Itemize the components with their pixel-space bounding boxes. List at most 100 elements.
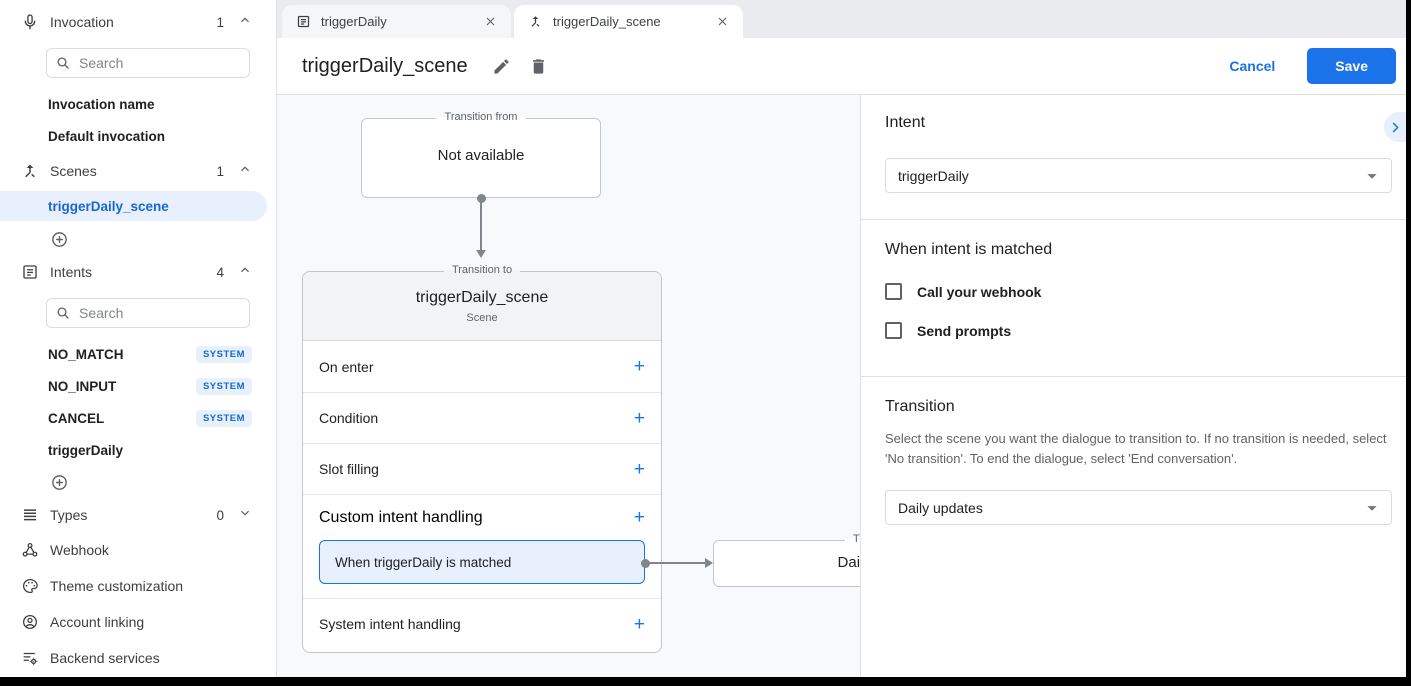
transition-to-scene-card: Transition to triggerDaily_scene Scene O…	[302, 264, 662, 653]
intent-heading: Intent	[885, 114, 926, 131]
tab-label: triggerDaily	[321, 14, 387, 29]
transition-section: Transition Select the scene you want the…	[861, 377, 1406, 526]
sidebar-section-intents[interactable]: Intents 4	[0, 255, 276, 289]
sidebar-item-webhook[interactable]: Webhook	[0, 532, 276, 568]
system-badge: SYSTEM	[195, 409, 252, 427]
sidebar-item-no-match[interactable]: NO_MATCH SYSTEM	[0, 338, 276, 370]
transition-from-legend: Transition from	[436, 111, 526, 123]
chevron-down-icon[interactable]	[238, 506, 252, 525]
scene-header: triggerDaily_scene Cancel Save	[277, 38, 1406, 95]
types-lines-icon	[20, 505, 40, 525]
invocation-search[interactable]	[46, 48, 250, 78]
close-icon[interactable]	[482, 13, 499, 30]
call-webhook-checkbox-row[interactable]: Call your webhook	[885, 283, 1392, 300]
connector-line	[649, 562, 705, 564]
add-system-intent-icon[interactable]: +	[633, 613, 645, 635]
sidebar-item-cancel[interactable]: CANCEL SYSTEM	[0, 402, 276, 434]
sidebar: Invocation 1 Invocation name Default inv…	[0, 0, 277, 677]
intents-search[interactable]	[46, 298, 250, 328]
dropdown-caret-icon	[1361, 165, 1383, 192]
add-slot-filling-icon[interactable]: +	[633, 458, 645, 480]
tab-triggerdaily-scene[interactable]: triggerDaily_scene	[514, 5, 743, 38]
sidebar-item-theme-customization[interactable]: Theme customization	[0, 568, 276, 604]
scene-card-subtitle: Scene	[466, 312, 498, 324]
edit-pencil-icon[interactable]	[492, 57, 511, 76]
intents-search-input[interactable]	[79, 305, 209, 321]
sidebar-item-default-invocation[interactable]: Default invocation	[48, 128, 166, 144]
row-on-enter[interactable]: On enter +	[319, 356, 645, 377]
intent-doc-icon	[296, 14, 311, 29]
checkbox-unchecked[interactable]	[885, 322, 902, 339]
search-icon	[57, 57, 69, 69]
send-prompts-checkbox-row[interactable]: Send prompts	[885, 322, 1392, 339]
sidebar-section-invocation[interactable]: Invocation 1	[0, 5, 276, 39]
transition-dropdown[interactable]: Daily updates	[885, 490, 1392, 526]
cancel-button[interactable]: Cancel	[1229, 58, 1276, 74]
save-button[interactable]: Save	[1307, 48, 1396, 84]
when-matched-heading: When intent is matched	[885, 241, 1053, 258]
chevron-right-icon	[1392, 122, 1399, 132]
connector-dot	[477, 194, 486, 203]
content-area: Transition from Not available Transition…	[277, 95, 1406, 677]
add-condition-icon[interactable]: +	[633, 407, 645, 429]
invocation-search-input[interactable]	[79, 55, 209, 71]
add-on-enter-icon[interactable]: +	[633, 356, 645, 377]
sidebar-item-backend-services[interactable]: Backend services	[0, 640, 276, 676]
intent-section: Intent triggerDaily	[861, 95, 1406, 220]
scene-flow-canvas: Transition from Not available Transition…	[277, 95, 860, 677]
transition-target-legend: Transition to	[844, 533, 860, 545]
plus-circle-icon	[52, 231, 67, 247]
sidebar-item-account-linking[interactable]: Account linking	[0, 604, 276, 640]
add-custom-intent-icon[interactable]: +	[633, 507, 645, 528]
transition-target-box[interactable]: Transition to Daily updates	[713, 533, 860, 587]
sidebar-item-invocation-name[interactable]: Invocation name	[48, 96, 155, 112]
sidebar-item-no-input[interactable]: NO_INPUT SYSTEM	[0, 370, 276, 402]
microphone-icon	[20, 12, 40, 32]
tab-triggerdaily[interactable]: triggerDaily	[282, 5, 511, 38]
sidebar-section-label: Types	[50, 507, 88, 523]
transition-target-value: Daily updates	[837, 554, 860, 571]
intent-editor-panel: Intent triggerDaily When intent is match…	[860, 95, 1406, 677]
chevron-up-icon[interactable]	[238, 263, 252, 282]
system-badge: SYSTEM	[195, 377, 252, 395]
dropdown-caret-icon	[1361, 497, 1383, 524]
sidebar-section-label: Intents	[50, 264, 93, 280]
palette-icon	[20, 576, 40, 596]
close-icon[interactable]	[714, 13, 731, 30]
intent-handler-when-triggerdaily-matched[interactable]: When triggerDaily is matched	[319, 540, 645, 584]
row-system-intent-handling[interactable]: System intent handling +	[303, 598, 661, 649]
row-slot-filling[interactable]: Slot filling +	[303, 443, 661, 494]
webhook-icon	[20, 540, 40, 560]
sidebar-section-scenes[interactable]: Scenes 1	[0, 154, 276, 188]
chevron-up-icon[interactable]	[238, 162, 252, 181]
add-intent-button[interactable]	[0, 466, 276, 498]
delete-trash-icon[interactable]	[529, 57, 548, 76]
scene-card-header[interactable]: triggerDaily_scene Scene	[303, 272, 661, 341]
transition-to-legend: Transition to	[443, 264, 521, 276]
system-badge: SYSTEM	[195, 345, 252, 363]
scene-merge-icon	[528, 14, 543, 29]
account-circle-icon	[20, 612, 40, 632]
transition-from-value: Not available	[437, 147, 525, 164]
sidebar-item-triggerdaily-scene[interactable]: triggerDaily_scene	[0, 191, 267, 221]
sidebar-section-types[interactable]: Types 0	[0, 498, 276, 532]
collapse-panel-button[interactable]	[1384, 112, 1406, 142]
intent-dropdown-value: triggerDaily	[898, 167, 969, 184]
chevron-up-icon[interactable]	[238, 13, 252, 32]
tab-bar: triggerDaily triggerDaily_scene	[277, 0, 1406, 38]
types-count: 0	[216, 507, 224, 523]
intent-dropdown[interactable]: triggerDaily	[885, 158, 1392, 193]
main-area: triggerDaily triggerDaily_scene triggerD…	[277, 0, 1406, 677]
sidebar-section-label: Invocation	[50, 14, 114, 30]
scenes-count: 1	[216, 163, 224, 179]
add-scene-button[interactable]	[0, 223, 276, 255]
checkbox-unchecked[interactable]	[885, 283, 902, 300]
transition-heading: Transition	[885, 398, 955, 415]
page-title: triggerDaily_scene	[302, 54, 468, 77]
sidebar-item-triggerdaily[interactable]: triggerDaily	[48, 442, 124, 458]
intents-doc-icon	[20, 262, 40, 282]
transition-dropdown-value: Daily updates	[898, 499, 983, 516]
row-condition[interactable]: Condition +	[303, 392, 661, 443]
search-icon	[57, 307, 69, 319]
